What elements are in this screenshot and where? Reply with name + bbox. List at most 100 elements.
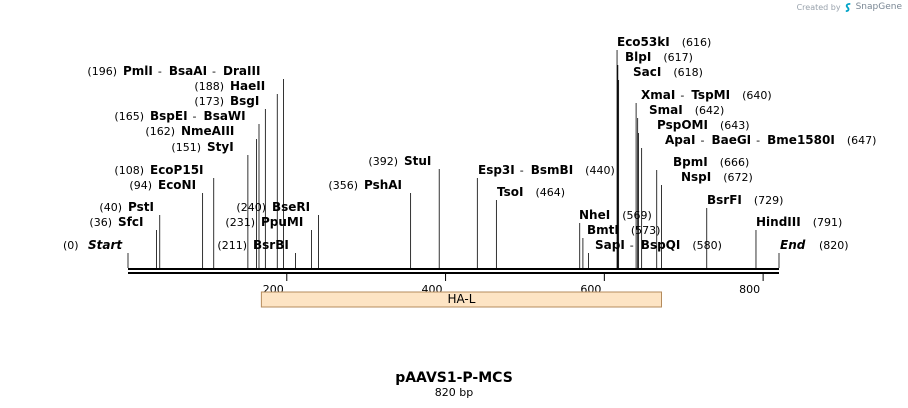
site-position: (729): [754, 194, 784, 207]
site-name: BpmI: [673, 155, 708, 169]
site-esp3i-bsmbi: Esp3I-BsmBI(440): [478, 163, 615, 177]
site-bsrfi: BsrFI (729): [707, 193, 783, 207]
map-title: pAAVS1-P-MCS: [395, 370, 513, 386]
site-position: (108): [114, 164, 144, 177]
site-bmti: BmtI (573): [587, 223, 660, 237]
site-name: NheI: [579, 208, 610, 222]
site-name: Esp3I: [478, 163, 515, 177]
edge-name: Start: [88, 238, 123, 252]
snapgene-watermark: Created by SnapGene: [797, 2, 902, 12]
site-xmai-tspmi: XmaI-TspMI(640): [641, 88, 772, 102]
sequence-backbone: [128, 268, 779, 274]
site-name: PpuMI: [261, 215, 303, 229]
site-position: (617): [663, 51, 693, 64]
site-name: BlpI: [625, 50, 651, 64]
name-separator: -: [193, 110, 197, 123]
site-nspi: NspI (672): [681, 170, 753, 184]
site-name: BsaWI: [204, 109, 246, 123]
edge-name: End: [780, 238, 806, 252]
site-name: EcoNI: [158, 178, 196, 192]
site-position: (618): [673, 66, 703, 79]
site-name: SfcI: [118, 215, 143, 229]
site-stui: (392) StuI: [368, 154, 431, 168]
site-position: (36): [89, 216, 112, 229]
site-position: (643): [720, 119, 750, 132]
site-position: (40): [99, 201, 122, 214]
name-separator: -: [158, 65, 162, 78]
site-econi: (94) EcoNI: [129, 178, 196, 192]
site-apai-baegi-bme1580i: ApaI-BaeGI-Bme1580I(647): [665, 133, 876, 147]
site-name: BsaAI: [169, 64, 207, 78]
site-position: (231): [225, 216, 255, 229]
site-saci: SacI (618): [633, 65, 703, 79]
site-position: (440): [585, 164, 615, 177]
site-ecop15i: (108)EcoP15I: [114, 163, 203, 177]
site-name: BseRI: [272, 200, 310, 214]
site-name: NspI: [681, 170, 711, 184]
snapgene-logo-icon: [845, 2, 850, 12]
site-name: HaeII: [230, 79, 265, 93]
edge-start: (0)Start: [63, 238, 123, 252]
site-position: (165): [114, 110, 144, 123]
site-leaders: [127, 50, 780, 268]
site-position: (240): [236, 201, 266, 214]
site-position: (94): [129, 179, 152, 192]
site-name: DraIII: [223, 64, 260, 78]
site-name: NmeAIII: [181, 124, 234, 138]
site-name: BspEI: [150, 109, 188, 123]
watermark-prefix: Created by: [796, 2, 841, 12]
site-name: TspMI: [691, 88, 730, 102]
site-position: (464): [535, 186, 565, 199]
axis-tick-label: 800: [739, 283, 760, 296]
site-pshai: (356) PshAI: [328, 178, 402, 192]
site-position: (162): [145, 125, 175, 138]
site-eco53ki: Eco53kI(616): [617, 35, 711, 49]
site-name: ApaI: [665, 133, 695, 147]
site-name: StuI: [404, 154, 431, 168]
site-position: (573): [631, 224, 661, 237]
site-position: (580): [692, 239, 722, 252]
site-position: (640): [742, 89, 772, 102]
map-subtitle: 820 bp: [435, 386, 473, 399]
site-position: (392): [368, 155, 398, 168]
site-position: (356): [328, 179, 358, 192]
site-psti: (40)PstI: [99, 200, 154, 214]
site-sapi-bspqi: SapI-BspQI(580): [595, 238, 722, 252]
feature-track: HA-L: [260, 291, 663, 308]
site-position: (647): [847, 134, 877, 147]
site-position: (211): [217, 239, 247, 252]
site-bspei-bsawi: (165) BspEI-BsaWI: [114, 109, 245, 123]
feature-ha-l: HA-L: [260, 291, 663, 308]
site-blpi: BlpI (617): [625, 50, 693, 64]
site-haeii: (188) HaeII: [194, 79, 265, 93]
site-bsgi: (173)BsgI: [194, 94, 259, 108]
site-pspomi: PspOMI(643): [657, 118, 750, 132]
feature-label: HA-L: [447, 292, 475, 306]
site-name: BmtI: [587, 223, 619, 237]
site-name: BsrBI: [253, 238, 289, 252]
site-nhei: NheI(569): [579, 208, 652, 222]
site-position: (188): [194, 80, 224, 93]
site-name: BsgI: [230, 94, 259, 108]
feature-bar: [260, 291, 663, 308]
name-separator: -: [520, 164, 524, 177]
site-position: (672): [723, 171, 753, 184]
site-name: BaeGI: [711, 133, 751, 147]
site-name: BsrFI: [707, 193, 742, 207]
site-sfci: (36) SfcI: [89, 215, 143, 229]
site-position: (666): [720, 156, 750, 169]
name-separator: -: [756, 134, 760, 147]
site-pmli-bsaai-draiii: (196)PmlI-BsaAI-DraIII: [87, 64, 260, 78]
name-separator: -: [630, 239, 634, 252]
edge-position: (820): [819, 239, 849, 252]
site-position: (642): [695, 104, 725, 117]
site-name: PshAI: [364, 178, 402, 192]
site-hindiii: HindIII (791): [756, 215, 842, 229]
site-position: (791): [813, 216, 843, 229]
site-name: SacI: [633, 65, 661, 79]
site-name: BspQI: [641, 238, 681, 252]
site-position: (151): [171, 141, 201, 154]
site-name: SmaI: [649, 103, 683, 117]
site-name: HindIII: [756, 215, 801, 229]
